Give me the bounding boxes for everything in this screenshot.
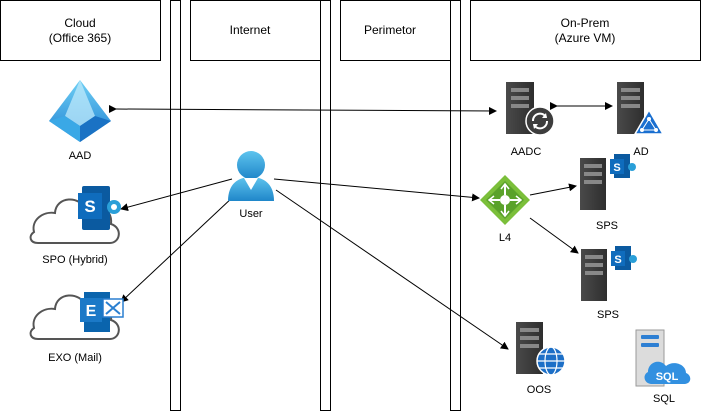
server-globe-icon [516,322,566,376]
azure-active-directory-icon [49,80,111,142]
server-sharepoint-icon: S [581,246,637,301]
divider-2 [320,0,331,411]
lane-internet-header: Internet [190,0,321,61]
svg-text:SQL: SQL [656,371,679,383]
exchange-cloud-icon: E [29,292,124,340]
spo-label: SPO (Hybrid) [42,254,107,266]
aad-label: AAD [69,150,92,162]
edge-l4-sps1 [529,183,577,196]
edge-user-oos [275,189,509,350]
node-sps-2[interactable]: S SPS [581,246,637,321]
svg-text:S: S [84,197,95,216]
lane-onprem-subtitle: (Azure VM) [555,31,616,45]
node-sps-1[interactable]: S SPS [580,154,636,232]
svg-text:S: S [614,254,621,266]
edge-l4-sps2 [529,217,579,254]
server-sharepoint-icon: S [580,154,636,210]
oos-label: OOS [527,384,551,396]
svg-text:S: S [613,162,620,174]
node-user[interactable]: User [228,151,274,220]
server-sync-icon [506,82,555,136]
user-icon [228,151,274,201]
sql-label: SQL [653,393,675,405]
edge-user-l4 [273,178,480,202]
divider-3 [450,0,461,411]
node-sql[interactable]: SQL SQL [635,329,691,405]
load-balancer-icon [480,175,530,225]
connections [108,102,613,350]
edge-aad-aadc [108,104,497,115]
node-ad[interactable]: AD [617,82,665,158]
sharepoint-cloud-icon: S [29,186,121,244]
lane-onprem-title: On-Prem [561,16,610,30]
node-aadc[interactable]: AADC [506,82,555,158]
l4-label: L4 [499,232,511,244]
sps-1-label: SPS [596,220,618,232]
exo-label: EXO (Mail) [48,352,102,364]
divider-1 [170,0,181,411]
lane-perimeter-title: Perimetor [364,23,416,37]
lane-dividers [170,0,461,411]
server-ad-icon [617,82,665,135]
node-exo[interactable]: E EXO (Mail) [29,292,124,364]
edge-user-exo [120,195,235,303]
aadc-label: AADC [511,146,542,158]
sps-2-label: SPS [597,309,619,321]
ad-label: AD [633,146,648,158]
lane-cloud-subtitle: (Office 365) [49,31,111,45]
user-label: User [239,208,263,220]
svg-text:E: E [86,303,97,320]
node-l4[interactable]: L4 [480,175,530,244]
lane-cloud-header: Cloud (Office 365) [0,0,161,61]
lane-internet-title: Internet [230,23,271,37]
node-aad[interactable]: AAD [49,80,111,162]
node-oos[interactable]: OOS [516,322,566,396]
node-spo[interactable]: S SPO (Hybrid) [29,186,121,266]
lane-perimeter-header: Perimetor [340,0,451,61]
edge-user-spo [120,178,233,212]
lane-onprem-header: On-Prem (Azure VM) [470,0,701,61]
sql-database-icon: SQL [635,329,691,387]
lane-cloud-title: Cloud [64,16,95,30]
